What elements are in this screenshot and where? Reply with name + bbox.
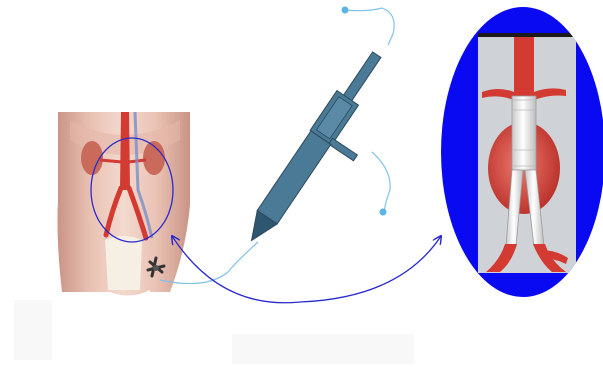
upper-wire-dot <box>342 7 349 14</box>
delivery-catheter <box>160 7 410 284</box>
connector-arrow-to-magnified-view <box>300 236 441 302</box>
magnified-view <box>441 7 603 297</box>
pelvic-region <box>105 236 142 290</box>
anatomy-illustration <box>58 112 191 296</box>
connector-arrow-to-anatomy <box>172 236 300 303</box>
catheter-proximal-rod <box>341 52 381 104</box>
magnified-photo-top-bar <box>478 33 576 37</box>
catheter-side-arm <box>329 138 358 161</box>
catheter-sheath <box>257 131 331 224</box>
side-arm-wire <box>372 152 390 212</box>
aorta <box>120 112 130 190</box>
side-arm-wire-dot <box>380 209 387 216</box>
stent-graft-main-body <box>512 96 536 170</box>
upper-guide-wire <box>345 8 394 45</box>
magnified-aorta <box>514 37 534 96</box>
